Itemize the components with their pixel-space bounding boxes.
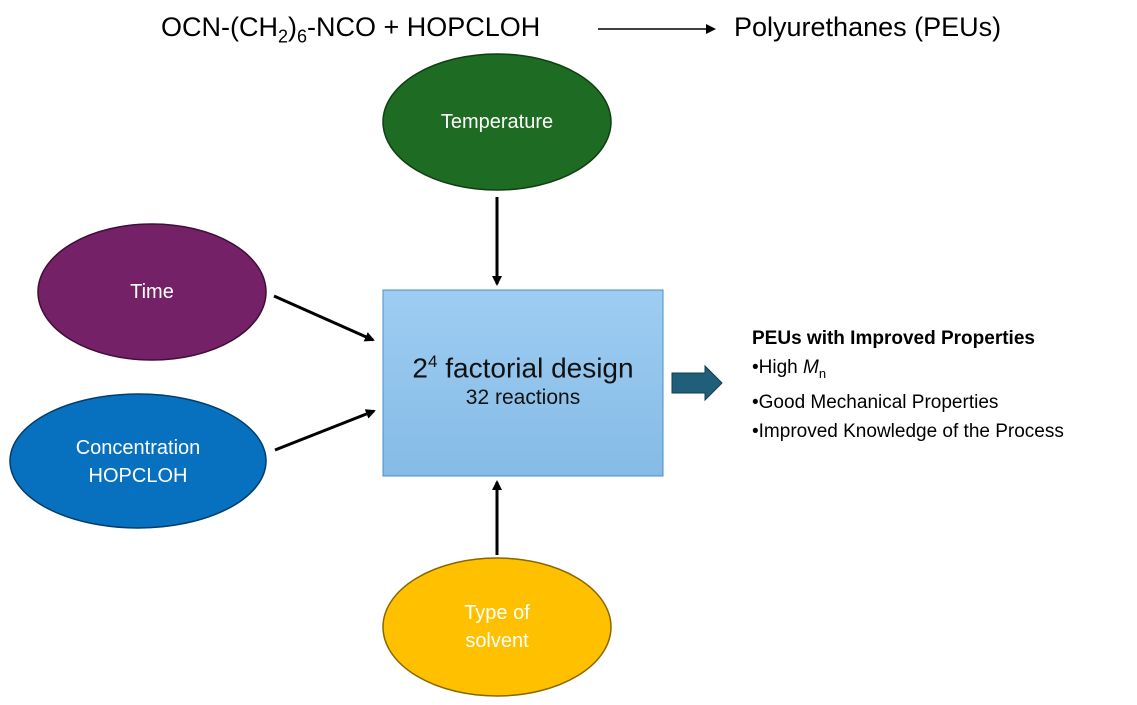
temperature-label: Temperature: [440, 111, 554, 133]
concentration-arrow: [274, 409, 376, 452]
time-arrow: [273, 294, 375, 342]
temperature-ellipse: [382, 53, 612, 191]
outcome-arrow: [671, 364, 723, 402]
time-label: Time: [130, 281, 174, 303]
reactants: OCN-(CH2)6-NCO + HOPCLOH: [161, 12, 541, 47]
concentration-label-line1: Concentration: [75, 437, 201, 459]
factorial-design-subtitle: 32 reactions: [465, 386, 581, 410]
reaction-equation: OCN-(CH2)6-NCO + HOPCLOH Polyurethanes (…: [0, 8, 1137, 48]
outcomes-list: PEUs with Improved Properties •High Mn •…: [752, 324, 1064, 446]
factorial-design-title: 24 factorial design: [412, 352, 634, 384]
solvent-label-line1: Type of: [464, 602, 530, 624]
concentration-ellipse: [9, 393, 267, 529]
solvent-label-line2: solvent: [465, 630, 529, 652]
factorial-design-box: [382, 289, 664, 477]
factorial-design-text: 24 factorial design 32 reactions: [383, 345, 663, 411]
product: Polyurethanes (PEUs): [734, 12, 1002, 42]
outcome-item-mechanical: •Good Mechanical Properties: [752, 391, 999, 413]
time-ellipse: [37, 223, 267, 361]
concentration-label-line2: HOPCLOH: [88, 465, 188, 487]
outcome-item-high-mn: •High Mn: [752, 357, 827, 381]
solvent-ellipse: [382, 557, 612, 697]
outcome-item-knowledge: •Improved Knowledge of the Process: [752, 420, 1064, 442]
outcomes-heading: PEUs with Improved Properties: [752, 328, 1035, 349]
solvent-label: Type of solvent: [383, 599, 611, 655]
concentration-label: Concentration HOPCLOH: [10, 434, 266, 490]
